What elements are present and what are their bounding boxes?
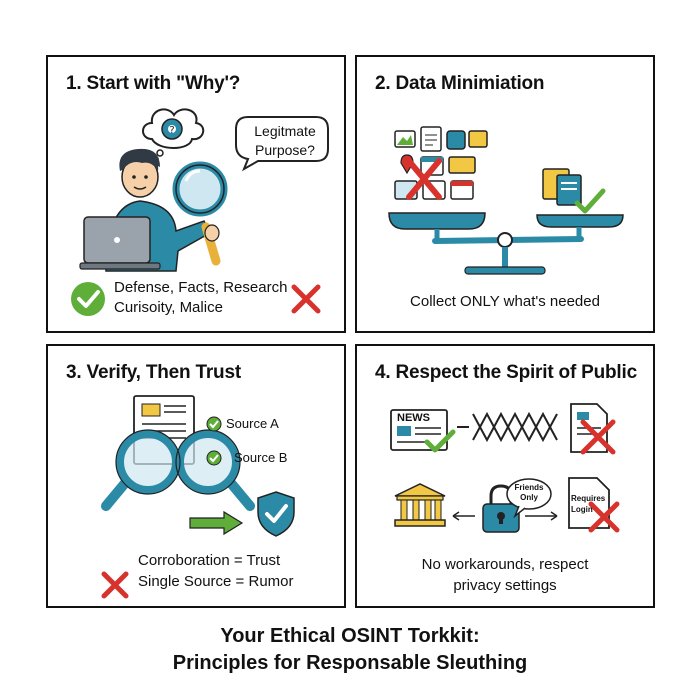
public-building-icon	[394, 483, 446, 527]
red-x-icon	[291, 284, 321, 314]
good-motives: Defense, Facts, Research	[114, 279, 288, 296]
requires-login-document-icon	[568, 477, 620, 533]
shield-check-icon	[257, 491, 295, 537]
newspaper-icon	[390, 409, 456, 453]
corroboration-text: Corroboration = Trust	[138, 552, 281, 569]
news-label: NEWS	[397, 412, 430, 424]
requires-login-line1: Requires	[571, 494, 606, 503]
friends-only-line1: Friends	[514, 483, 544, 492]
green-arrow-icon	[189, 510, 244, 536]
footer-title-line1: Your Ethical OSINT Torkkit:	[220, 625, 480, 647]
panel-verify-then-trust: 3. Verify, Then Trust Source A Source B …	[46, 344, 346, 608]
panel4-caption-line1: No workarounds, respect	[421, 556, 589, 573]
balance-scale-icon	[388, 212, 624, 275]
panel2-caption: Collect ONLY what's needed	[410, 293, 600, 310]
panel-title: 1. Start with "Why'?	[66, 73, 241, 94]
speech-bubble-line1: Legitmate	[254, 123, 316, 139]
source-a-check-icon	[206, 416, 222, 432]
double-arrow-lock-icon	[452, 484, 558, 533]
laptop-icon	[79, 216, 161, 270]
bad-motives: Curisoity, Malice	[114, 299, 223, 316]
double-magnifier-icon	[101, 429, 255, 511]
source-b-label: Source B	[234, 450, 288, 465]
data-icons-pile	[394, 126, 488, 200]
speech-bubble	[235, 116, 329, 172]
panel4-caption-line2: privacy settings	[453, 577, 557, 594]
workaround-zigzag-icon	[457, 411, 558, 443]
single-source-text: Single Source = Rumor	[138, 573, 294, 590]
green-check-icon	[71, 282, 105, 316]
svg-text:?: ?	[169, 125, 174, 136]
panel-respect-public: 4. Respect the Spirit of Public NEWS	[355, 344, 655, 608]
source-b-check-icon	[206, 450, 222, 466]
panel-title: 3. Verify, Then Trust	[66, 362, 241, 383]
panel-title: 4. Respect the Spirit of Public	[375, 362, 637, 383]
red-x-icon	[101, 571, 129, 599]
friends-only-bubble	[506, 478, 552, 519]
friends-only-line2: Only	[520, 493, 538, 502]
panel-data-minimization: 2. Data Minimiation Collect ONLY what's …	[355, 55, 655, 333]
panel-start-with-why: 1. Start with "Why'? ? Legitmate Purpose…	[46, 55, 346, 333]
speech-bubble-line2: Purpose?	[255, 142, 315, 158]
requires-login-line2: Login	[571, 505, 593, 514]
footer-title-line2: Principles for Responsable Sleuthing	[172, 652, 528, 674]
blocked-document-icon	[570, 403, 616, 455]
selected-data-icon	[542, 168, 606, 214]
panel-title: 2. Data Minimiation	[375, 73, 545, 94]
source-a-label: Source A	[226, 416, 279, 431]
